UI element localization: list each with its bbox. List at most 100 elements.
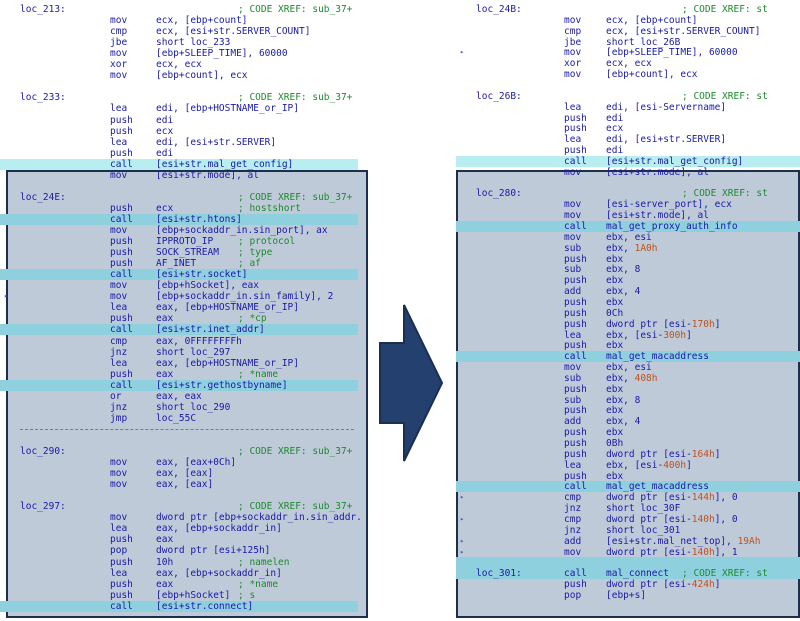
code-line[interactable]: mov[ebp+count], ecx xyxy=(456,69,800,80)
code-line[interactable] xyxy=(456,80,800,91)
code-line[interactable]: call[esi+str.connect] xyxy=(0,600,358,612)
code-line[interactable]: call[esi+str.htons] xyxy=(0,213,358,225)
code-line[interactable]: call[esi+str.socket] xyxy=(0,269,358,281)
code-line[interactable]: call[esi+str.mal_get_config] xyxy=(456,155,800,167)
code-label-row[interactable]: loc_297:; CODE XREF: sub_37+ xyxy=(0,501,358,512)
code-label-row[interactable]: loc_24E:; CODE XREF: sub_37+ xyxy=(0,192,358,203)
code-line[interactable]: mov[ebp+hSocket], eax xyxy=(0,280,358,291)
code-line[interactable]: mov[ebp+count], ecx xyxy=(0,70,358,81)
code-line[interactable]: call[esi+str.mal_get_config] xyxy=(0,158,358,170)
code-label-row[interactable]: loc_24B:; CODE XREF: st xyxy=(456,4,800,15)
code-line[interactable] xyxy=(0,490,358,501)
code-line[interactable]: call[esi+str.inet_addr] xyxy=(0,324,358,336)
code-label-row[interactable]: loc_213:; CODE XREF: sub_37+ xyxy=(0,4,358,15)
code-line[interactable]: mov[esi-server_port], ecx xyxy=(456,199,800,210)
code-line[interactable]: mov[esi+str.mode], al xyxy=(456,167,800,178)
code-line[interactable] xyxy=(456,178,800,189)
code-line[interactable]: ▸mov[ebp+SLEEP_TIME], 60000 xyxy=(456,47,800,58)
code-line[interactable]: push[ebp+hSocket]; s xyxy=(0,590,358,601)
code-line[interactable]: mov[ebp+SLEEP_TIME], 60000 xyxy=(0,48,358,59)
code-line[interactable]: call[esi+str.gethostbyname] xyxy=(0,379,358,391)
code-line[interactable]: pop[ebp+s] xyxy=(456,590,800,601)
code-line[interactable]: mov[esi+str.mode], al xyxy=(456,210,800,221)
code-line[interactable]: mov[esi+str.mode], al xyxy=(0,170,358,181)
code-line[interactable]: ▸mov[ebp+sockaddr_in.sin_family], 2 xyxy=(0,291,358,302)
code-label-row[interactable]: loc_290:; CODE XREF: sub_37+ xyxy=(0,446,358,457)
code-label-row[interactable]: loc_26B:; CODE XREF: st xyxy=(456,91,800,102)
code-label-row[interactable]: loc_233:; CODE XREF: sub_37+ xyxy=(0,92,358,103)
code-line[interactable] xyxy=(0,435,358,446)
code-line[interactable]: mov[ebp+sockaddr_in.sin_port], ax xyxy=(0,225,358,236)
code-line[interactable] xyxy=(0,81,358,92)
